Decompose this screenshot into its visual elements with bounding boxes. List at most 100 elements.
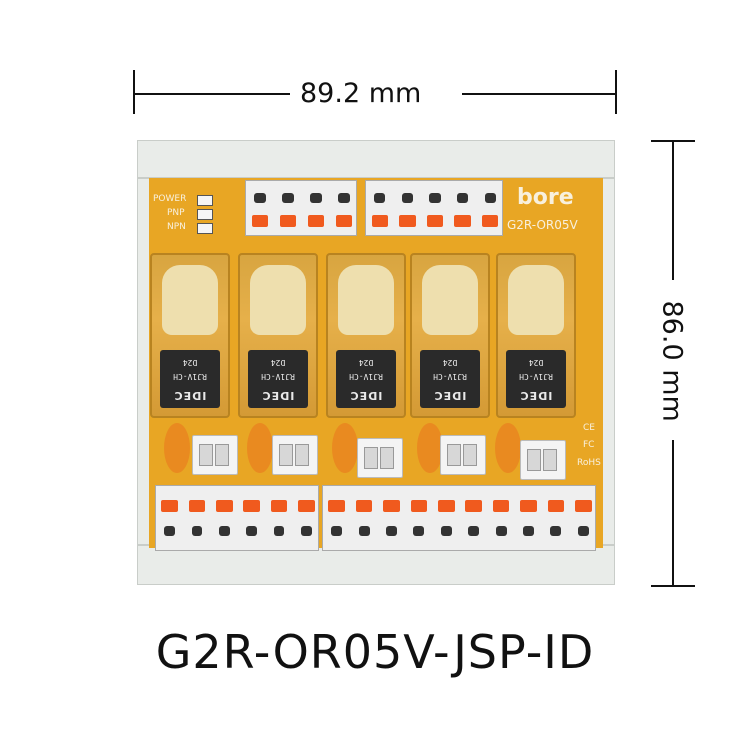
relay-maker-label: IDEC bbox=[349, 389, 383, 402]
terminal-wire-hole bbox=[310, 193, 322, 203]
terminal-lever[interactable] bbox=[307, 215, 325, 227]
terminal-lever[interactable] bbox=[328, 500, 345, 512]
terminal-wire-hole bbox=[254, 193, 266, 203]
capacitor-1 bbox=[164, 423, 190, 473]
cert-mark-rohs: RoHS bbox=[577, 458, 601, 468]
width-dimension-line-right bbox=[462, 93, 615, 95]
relay-maker-label: IDEC bbox=[433, 389, 467, 402]
bottom-terminal-block-right bbox=[322, 485, 596, 551]
relay-maker-label: IDEC bbox=[173, 389, 207, 402]
connector-pin-slot bbox=[447, 444, 461, 466]
relay-code-label: RJ1V-CH bbox=[173, 372, 207, 381]
terminal-lever[interactable] bbox=[355, 500, 373, 512]
top-terminal-block-left bbox=[245, 180, 357, 236]
height-dimension-line-bottom bbox=[672, 440, 674, 585]
terminal-wire-hole bbox=[331, 526, 343, 536]
relay-voltage-label: D24 bbox=[358, 358, 374, 367]
terminal-lever[interactable] bbox=[298, 500, 315, 512]
height-dimension-line-top bbox=[672, 142, 674, 280]
terminal-lever[interactable] bbox=[575, 500, 592, 512]
width-dimension-line-left bbox=[135, 93, 290, 95]
relay-base bbox=[420, 350, 480, 408]
indicator-pnp-label: PNP bbox=[167, 208, 185, 218]
indicator-npn-label: NPN bbox=[167, 222, 186, 232]
capacitor-2 bbox=[247, 423, 273, 473]
relay-maker-label: IDEC bbox=[519, 389, 553, 402]
terminal-lever[interactable] bbox=[251, 215, 269, 227]
capacitor-4 bbox=[417, 423, 443, 473]
terminal-lever[interactable] bbox=[547, 500, 565, 512]
terminal-lever[interactable] bbox=[438, 500, 455, 512]
connector-pin-slot bbox=[543, 449, 557, 471]
terminal-lever[interactable] bbox=[454, 215, 471, 227]
terminal-wire-hole bbox=[550, 526, 562, 536]
terminal-wire-hole bbox=[246, 526, 258, 536]
terminal-wire-hole bbox=[164, 526, 176, 536]
connector-5 bbox=[520, 440, 566, 480]
relay-maker-label: IDEC bbox=[261, 389, 295, 402]
terminal-lever[interactable] bbox=[492, 500, 510, 512]
relay-code-label: RJ1V-CH bbox=[433, 372, 467, 381]
terminal-wire-hole bbox=[401, 193, 413, 203]
terminal-lever[interactable] bbox=[410, 500, 428, 512]
terminal-lever[interactable] bbox=[279, 215, 297, 227]
relay-cover bbox=[338, 265, 394, 335]
product-title: G2R-OR05V-JSP-ID bbox=[155, 625, 595, 679]
terminal-lever[interactable] bbox=[465, 500, 482, 512]
terminal-lever[interactable] bbox=[216, 500, 233, 512]
connector-pin-slot bbox=[463, 444, 477, 466]
height-dimension-label: 86.0 mm bbox=[656, 300, 688, 422]
terminal-wire-hole bbox=[413, 526, 425, 536]
terminal-wire-hole bbox=[374, 193, 386, 203]
connector-pin-slot bbox=[364, 447, 378, 469]
relay-code-label: RJ1V-CH bbox=[349, 372, 383, 381]
width-dimension-label: 89.2 mm bbox=[300, 78, 422, 109]
relay-voltage-label: D24 bbox=[270, 358, 286, 367]
terminal-wire-hole bbox=[484, 193, 496, 203]
terminal-wire-hole bbox=[273, 526, 285, 536]
terminal-wire-hole bbox=[386, 526, 397, 536]
capacitor-5 bbox=[495, 423, 521, 473]
bottom-terminal-block-left bbox=[155, 485, 319, 551]
terminal-wire-hole bbox=[440, 526, 452, 536]
relay-base bbox=[248, 350, 308, 408]
width-dimension-right-tick bbox=[615, 70, 617, 114]
terminal-wire-hole bbox=[429, 193, 441, 203]
terminal-lever[interactable] bbox=[520, 500, 537, 512]
terminal-wire-hole bbox=[300, 526, 312, 536]
connector-pin-slot bbox=[199, 444, 213, 466]
connector-3 bbox=[357, 438, 403, 478]
relay-cover bbox=[250, 265, 306, 335]
indicator-power-label: POWER bbox=[153, 194, 187, 204]
terminal-lever[interactable] bbox=[188, 500, 206, 512]
terminal-lever[interactable] bbox=[426, 215, 444, 227]
connector-pin-slot bbox=[295, 444, 309, 466]
relay-cover bbox=[162, 265, 218, 335]
terminal-lever[interactable] bbox=[161, 500, 178, 512]
terminal-wire-hole bbox=[338, 193, 350, 203]
relay-voltage-label: D24 bbox=[442, 358, 458, 367]
terminal-lever[interactable] bbox=[371, 215, 389, 227]
terminal-lever[interactable] bbox=[383, 500, 400, 512]
terminal-lever[interactable] bbox=[243, 500, 260, 512]
terminal-lever[interactable] bbox=[335, 215, 353, 227]
terminal-lever[interactable] bbox=[270, 500, 288, 512]
height-dimension-top-tick bbox=[651, 140, 695, 142]
terminal-lever[interactable] bbox=[481, 215, 499, 227]
relay-code-label: RJ1V-CH bbox=[519, 372, 553, 381]
connector-1 bbox=[192, 435, 238, 475]
relay-base bbox=[506, 350, 566, 408]
connector-4 bbox=[440, 435, 486, 475]
relay-cover bbox=[508, 265, 564, 335]
housing-right-side bbox=[601, 178, 615, 545]
relay-base bbox=[336, 350, 396, 408]
width-dimension-left-tick bbox=[133, 70, 135, 114]
terminal-lever[interactable] bbox=[399, 215, 416, 227]
terminal-wire-hole bbox=[468, 526, 480, 536]
